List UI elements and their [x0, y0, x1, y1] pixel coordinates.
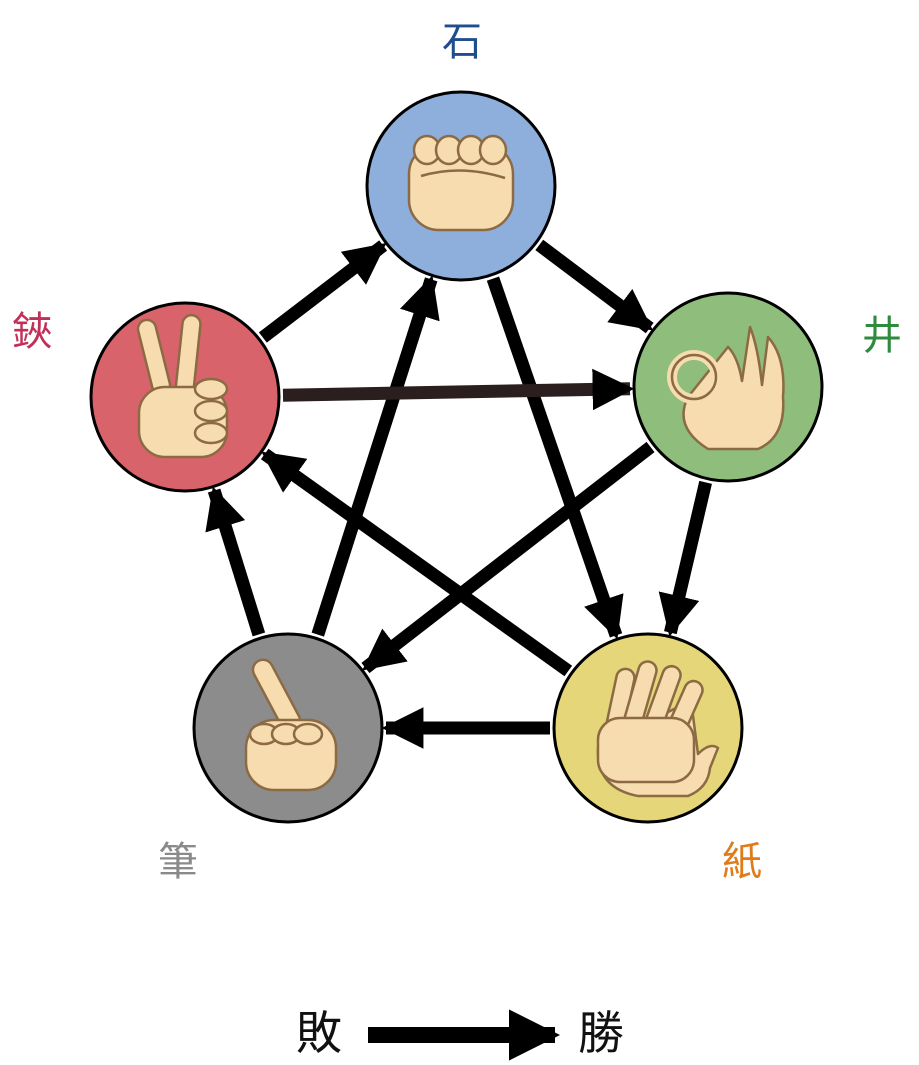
label-scissor: 鋏 — [12, 312, 52, 352]
arrow-brush-beats-stone — [318, 279, 431, 634]
arrow-stone-beats-well — [539, 245, 649, 328]
arrow-scissor-beats-well — [283, 389, 630, 395]
nodes-layer — [91, 92, 822, 822]
arrow-brush-beats-scissor — [214, 491, 259, 635]
label-brush: 筆 — [158, 842, 198, 882]
node-well — [634, 293, 822, 481]
node-stone — [367, 92, 555, 280]
node-brush — [194, 634, 382, 822]
fist-icon — [409, 136, 513, 230]
arrow-scissor-beats-stone — [263, 246, 383, 338]
legend-lose-label: 敗 — [296, 1010, 342, 1056]
label-stone: 石 — [442, 22, 482, 62]
label-well: 井 — [862, 316, 902, 356]
node-paper — [554, 634, 742, 822]
label-paper: 紙 — [722, 842, 762, 882]
legend-win-label: 勝 — [578, 1010, 624, 1056]
arrow-stone-beats-paper — [493, 279, 616, 636]
node-scissor — [91, 303, 279, 491]
arrow-well-beats-paper — [670, 482, 705, 632]
